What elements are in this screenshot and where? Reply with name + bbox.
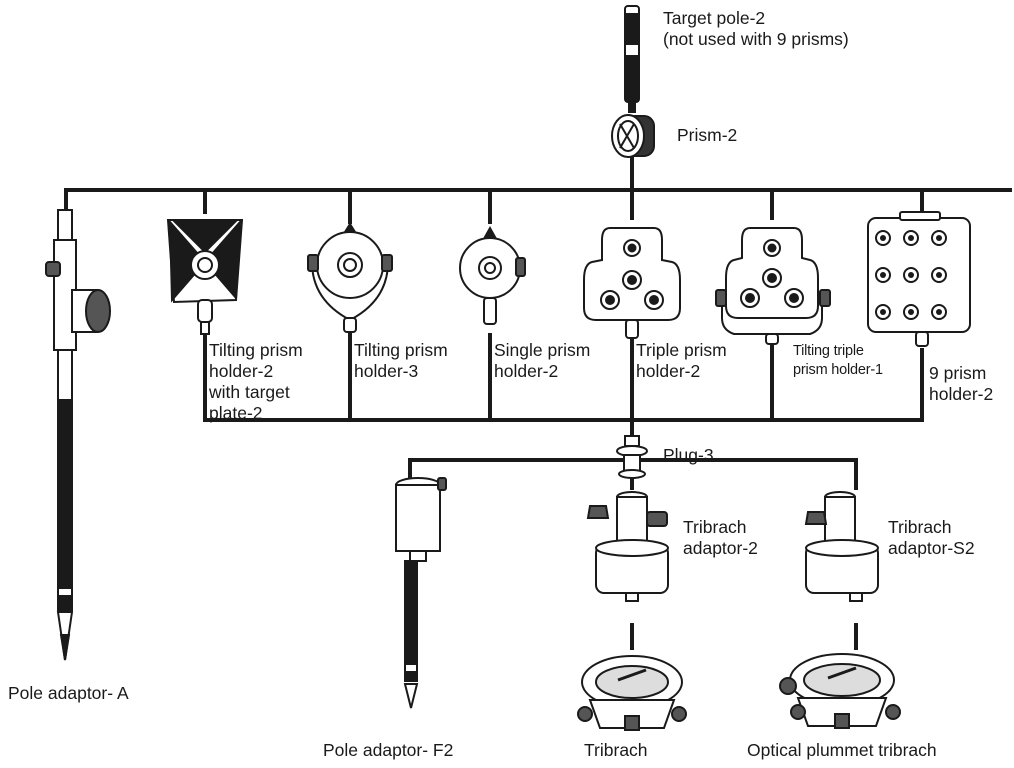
optical-plummet-tribrach-label: Optical plummet tribrach bbox=[747, 740, 937, 761]
tribrach-adaptor-s2-label: Tribrach adaptor-S2 bbox=[888, 517, 975, 559]
tribrach-label: Tribrach bbox=[584, 740, 648, 761]
pole-adaptor-a-label: Pole adaptor- A bbox=[8, 683, 129, 704]
single-prism-holder-label: Single prism holder-2 bbox=[494, 340, 590, 382]
tilting-prism-holder-3-label: Tilting prism holder-3 bbox=[354, 340, 448, 382]
pole-adaptor-f2-label: Pole adaptor- F2 bbox=[323, 740, 453, 761]
triple-prism-holder-label: Triple prism holder-2 bbox=[636, 340, 727, 382]
tilting-prism-holder-target-label: Tilting prism holder-2 with target plate… bbox=[209, 340, 303, 424]
tilting-triple-prism-holder-label: Tilting triple prism holder-1 bbox=[793, 342, 883, 380]
tribrach-adaptor-label: Tribrach adaptor-2 bbox=[683, 517, 758, 559]
plug-label: Plug-3 bbox=[663, 445, 714, 466]
prism-label: Prism-2 bbox=[677, 125, 737, 146]
nine-prism-holder-label: 9 prism holder-2 bbox=[929, 363, 993, 405]
target-pole-label: Target pole-2 (not used with 9 prisms) bbox=[663, 8, 849, 50]
